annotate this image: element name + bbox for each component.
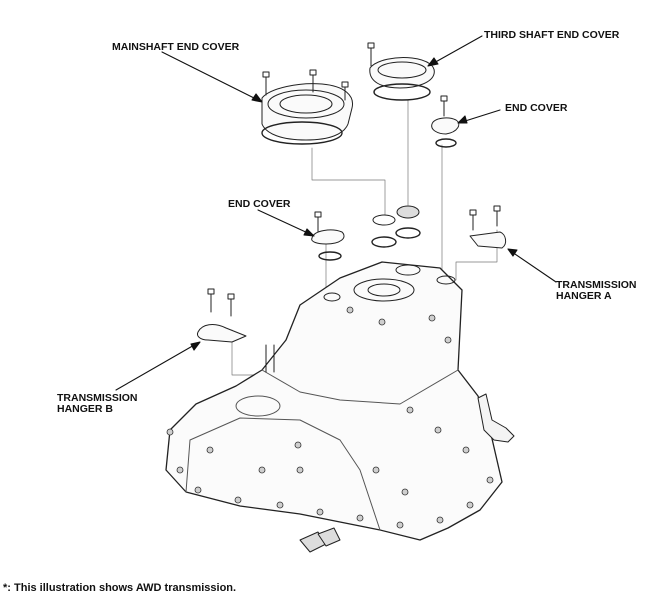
transmission-case	[165, 261, 515, 553]
label-end-cover-left: END COVER	[228, 198, 291, 210]
transmission-hanger-a-part	[469, 205, 507, 249]
leader-lines	[115, 35, 557, 391]
end-cover-right-part	[431, 95, 460, 148]
label-transmission-hanger-b: TRANSMISSION HANGER B	[57, 392, 138, 415]
transmission-hanger-b-part	[197, 288, 247, 343]
case-bolts	[166, 306, 494, 529]
footnote: *: This illustration shows AWD transmiss…	[3, 582, 237, 594]
label-third-shaft-end-cover: THIRD SHAFT END COVER	[484, 29, 620, 41]
end-cover-left-part	[311, 211, 345, 261]
label-transmission-hanger-a: TRANSMISSION HANGER A	[556, 279, 637, 302]
seal-stack	[371, 205, 421, 248]
mainshaft-cover-bolts	[262, 69, 349, 101]
label-end-cover-right: END COVER	[505, 102, 568, 114]
third-shaft-end-cover-part	[367, 42, 435, 101]
label-mainshaft-end-cover: MAINSHAFT END COVER	[112, 41, 240, 53]
mainshaft-end-cover-part	[261, 69, 354, 145]
